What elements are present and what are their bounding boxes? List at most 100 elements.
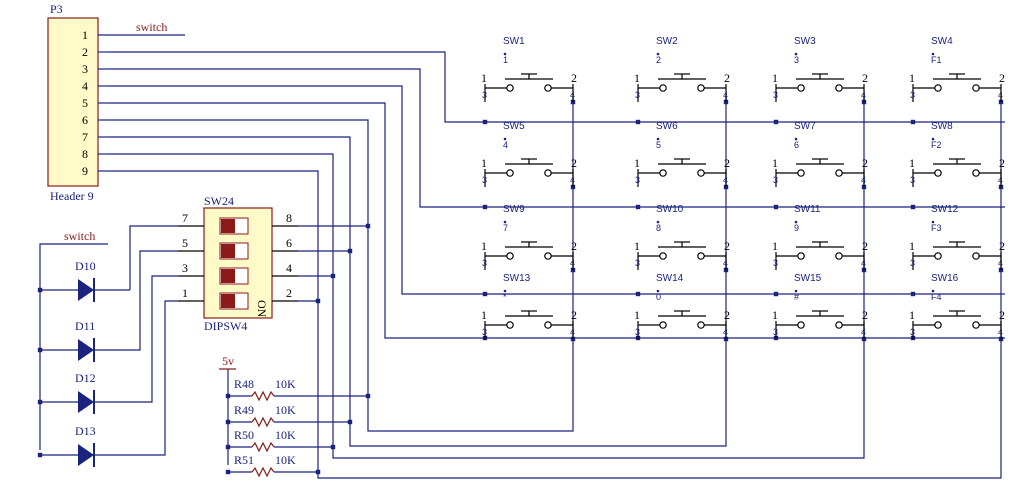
junction-dot [37, 287, 43, 293]
diode-to-dip [129, 225, 178, 290]
switch-key: 2 [656, 55, 661, 65]
switch-pin-left: 1 [481, 71, 487, 85]
diode-switch-bus [39, 243, 108, 450]
switch-contact [835, 169, 843, 177]
switch-key: F3 [931, 223, 942, 233]
header-pin-1: 1 [82, 28, 88, 42]
switch-pin-right: 2 [999, 239, 1005, 253]
switch-contact [835, 321, 843, 329]
switch-ref: SW11 [794, 204, 821, 215]
switch-marker [794, 220, 798, 224]
switch-pin-3: 3 [773, 90, 778, 100]
switch-contact [934, 84, 942, 92]
dipswitch-designator: SW24 [204, 194, 234, 208]
switch-pin-3: 3 [910, 258, 915, 268]
resistor-ref: R50 [234, 428, 254, 442]
switch-pin-left: 1 [481, 239, 487, 253]
switch-pin-4: 4 [998, 327, 1003, 337]
switch-marker [794, 52, 798, 56]
switch-contact [934, 169, 942, 177]
switch-contact [835, 84, 843, 92]
switch-contact [659, 84, 667, 92]
switch-marker [503, 289, 507, 293]
switch-pin-left: 1 [481, 308, 487, 322]
switch-contact [797, 252, 805, 260]
switch-pin-4: 4 [861, 258, 866, 268]
switch-contact [697, 84, 705, 92]
switch-pin-4: 4 [998, 175, 1003, 185]
diode-to-dip [130, 275, 178, 403]
switch-contact [972, 252, 980, 260]
junction-dot [773, 119, 779, 125]
switch-pin-4: 4 [570, 90, 575, 100]
header-pin-6: 6 [82, 113, 88, 127]
switch-pin-right: 2 [999, 308, 1005, 322]
header-pin-8: 8 [82, 147, 88, 161]
junction-dot [315, 298, 321, 304]
switch-key: 8 [656, 223, 661, 233]
resistor-ref: R48 [234, 377, 254, 391]
switch-ref: SW10 [656, 204, 684, 215]
switch-contact [697, 252, 705, 260]
switch-pin-left: 1 [634, 239, 640, 253]
junction-dot [37, 452, 43, 458]
dip-pin-left: 3 [182, 261, 188, 275]
resistor-zigzag [251, 390, 275, 402]
row-line-2 [108, 68, 1005, 208]
switch-marker [656, 220, 660, 224]
switch-marker [931, 137, 935, 141]
switch-pin-4: 4 [570, 258, 575, 268]
switch-marker [656, 137, 660, 141]
resistor-value: 10K [275, 403, 296, 417]
switch-ref: SW5 [503, 121, 525, 132]
dip-pin-left: 5 [182, 236, 188, 250]
dipswitch-name: DIPSW4 [204, 319, 247, 333]
switch-pin-right: 2 [724, 239, 730, 253]
dip-pin-right: 8 [286, 211, 292, 225]
junction-dot [773, 291, 779, 297]
switch-pin-4: 4 [570, 175, 575, 185]
header-body [47, 17, 99, 187]
switch-contact [506, 321, 514, 329]
switch-pin-right: 2 [724, 156, 730, 170]
switch-pin-right: 2 [999, 156, 1005, 170]
switch-pin-right: 2 [571, 239, 577, 253]
switch-key: * [503, 292, 507, 302]
junction-dot [482, 291, 488, 297]
switch-pin-4: 4 [861, 327, 866, 337]
switch-pin-right: 2 [571, 308, 577, 322]
switch-key: F1 [931, 55, 942, 65]
switch-contact [797, 84, 805, 92]
row-line-3 [108, 85, 1005, 295]
switch-contact [797, 321, 805, 329]
switch-ref: SW4 [931, 36, 953, 47]
junction-dot [482, 119, 488, 125]
switch-key: F2 [931, 140, 942, 150]
junction-dot [910, 204, 916, 210]
junction-dot [482, 204, 488, 210]
resistor-zigzag [251, 416, 275, 428]
dip-toggle-lever [221, 294, 235, 308]
switch-pin-3: 3 [910, 90, 915, 100]
diode-triangle [78, 279, 94, 301]
switch-pin-3: 3 [482, 175, 487, 185]
switch-pin-4: 4 [723, 175, 728, 185]
dipswitch-on-label: ON [255, 300, 269, 318]
switch-pin-left: 1 [772, 156, 778, 170]
dip-pin-right: 6 [286, 236, 292, 250]
column-line-4 [108, 96, 1002, 479]
